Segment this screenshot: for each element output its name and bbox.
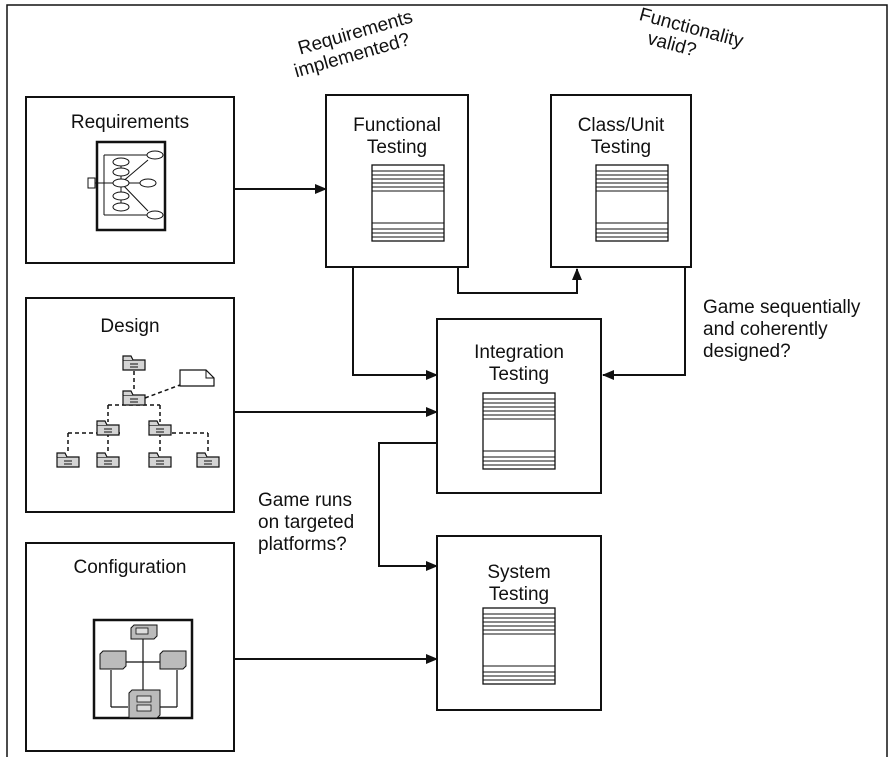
game-runs-line2: on targeted — [258, 512, 355, 533]
integration-document-icon — [482, 392, 556, 470]
functional-testing-title-line1: Functional — [353, 115, 441, 136]
package-tree-icon — [56, 355, 220, 468]
use-case-diagram-icon — [87, 140, 167, 232]
class-unit-testing-title-line2: Testing — [590, 137, 652, 158]
integration-testing-title-line2: Testing — [488, 364, 550, 385]
system-testing-title-line2: Testing — [488, 584, 550, 605]
class-unit-testing-title-line1: Class/Unit — [577, 115, 665, 136]
class-unit-to-integration-arrow — [602, 267, 686, 380]
functional-to-integration-arrow — [352, 267, 438, 380]
configuration-title: Configuration — [73, 557, 187, 578]
system-document-icon — [482, 607, 556, 685]
requirements-title: Requirements — [70, 112, 190, 133]
game-sequential-line3: designed? — [703, 341, 791, 362]
class-unit-document-icon — [595, 164, 669, 242]
integration-testing-title-line1: Integration — [474, 342, 564, 363]
design-title: Design — [100, 316, 160, 337]
functional-to-class-unit-arrow — [457, 267, 582, 294]
game-sequential-line2: and coherently — [703, 319, 828, 340]
functional-testing-title-line2: Testing — [366, 137, 428, 158]
deployment-diagram-icon — [92, 618, 194, 720]
game-runs-line1: Game runs — [258, 490, 352, 511]
integration-to-system-arrow — [378, 442, 438, 571]
diagram-frame — [6, 4, 888, 757]
game-runs-line3: platforms? — [258, 534, 347, 555]
game-sequential-line1: Game sequentially — [703, 297, 861, 318]
system-testing-title-line1: System — [487, 562, 551, 583]
functional-document-icon — [371, 164, 445, 242]
